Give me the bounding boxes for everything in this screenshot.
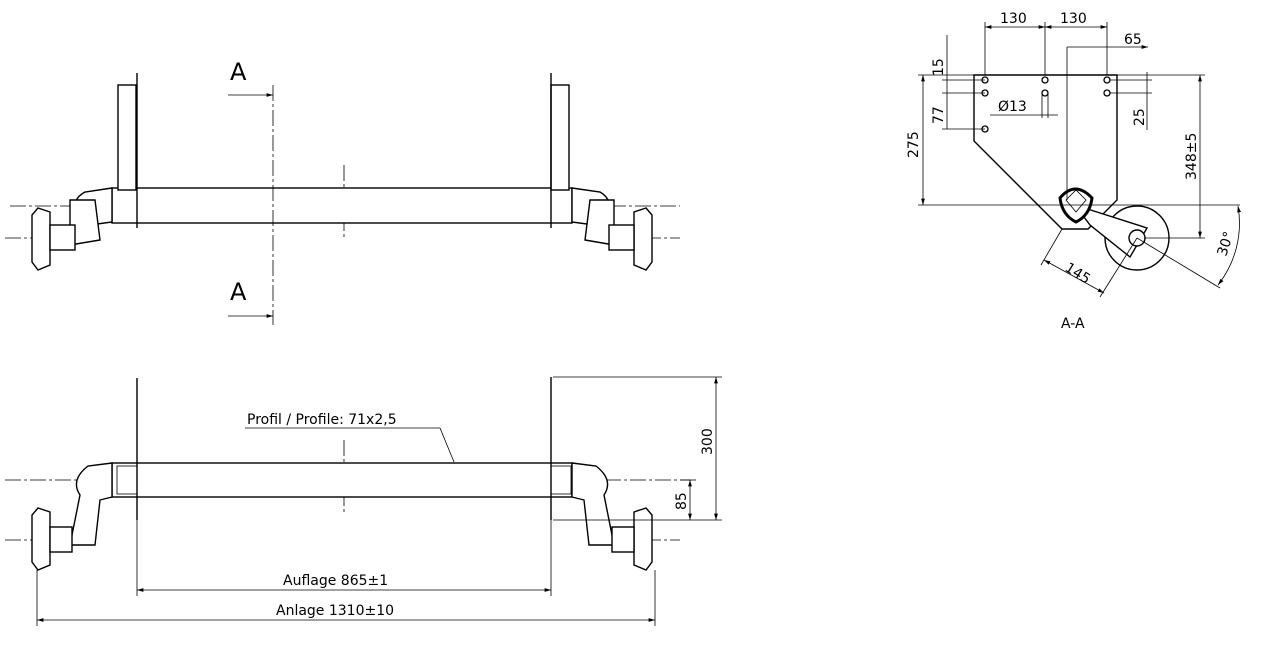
- axle-tube: [111, 462, 573, 498]
- height-dim: 300: [700, 428, 716, 455]
- dim-hole-dia: Ø13: [998, 99, 1027, 115]
- support-dim: Auflage 865±1: [283, 573, 388, 589]
- overall-dim: Anlage 1310±10: [276, 603, 394, 619]
- center-dim: 85: [674, 492, 690, 510]
- profile-label: Profil / Profile: 71x2,5: [247, 412, 397, 428]
- dim-arm-length: 145: [1062, 260, 1093, 288]
- bracket-left: [117, 84, 137, 191]
- dim-plate-height: 275: [906, 131, 922, 158]
- section-mark-top: A: [230, 58, 247, 86]
- hub-right: [633, 207, 653, 271]
- mounting-plate: [973, 74, 1118, 230]
- section-view: 130 130 65 15 77 275 Ø13 25 348±5 145: [906, 11, 1241, 332]
- dim-hole-pitch: 25: [1132, 108, 1148, 126]
- dim-spacing-left: 130: [1000, 11, 1027, 27]
- hub-profile: [1058, 187, 1094, 224]
- front-view: Profil / Profile: 71x2,5 300 85 Auflage …: [5, 376, 722, 626]
- arm: [1073, 203, 1149, 259]
- dim-overall-height: 348±5: [1184, 133, 1200, 180]
- section-title: A-A: [1061, 316, 1085, 332]
- dim-top-hole: 15: [931, 58, 947, 76]
- dim-arm-angle: 30°: [1215, 230, 1238, 259]
- hub-left: [31, 207, 51, 271]
- axle-tube: [111, 187, 573, 224]
- section-mark-bottom: A: [230, 278, 247, 306]
- dim-offset: 65: [1124, 32, 1142, 48]
- top-view: A A: [5, 58, 680, 325]
- dim-hole-span: 77: [931, 106, 947, 124]
- bracket-right: [550, 84, 570, 191]
- dim-spacing-right: 130: [1060, 11, 1087, 27]
- mounting-holes: [981, 76, 1111, 133]
